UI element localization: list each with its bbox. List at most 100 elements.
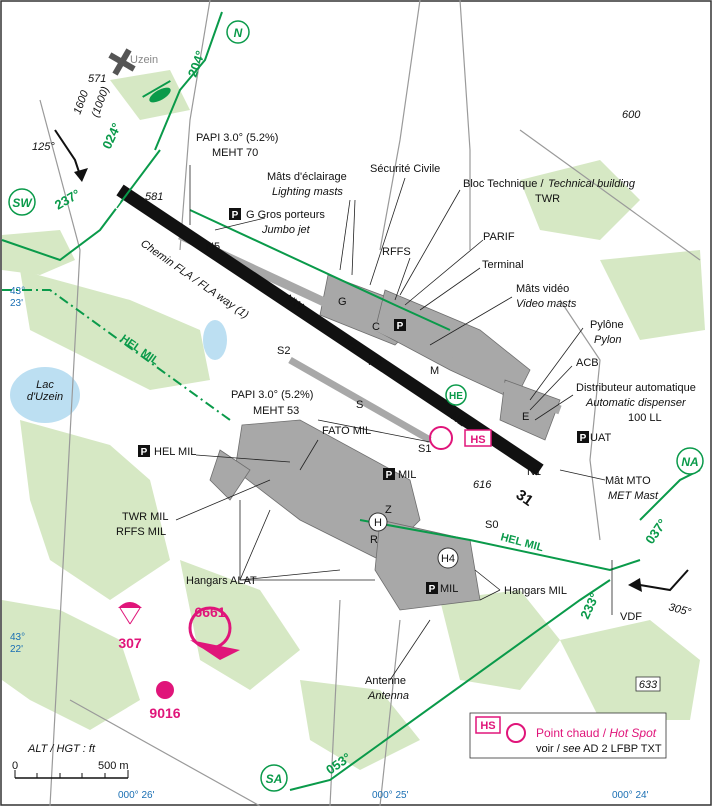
legend-hs-circle <box>506 723 526 743</box>
papi-top-1: PAPI 3.0° (5.2%) <box>196 132 278 144</box>
elev-616: 616 <box>473 479 492 491</box>
activity-6661: 6661 <box>194 604 225 620</box>
terminal: Terminal <box>482 259 524 271</box>
activity-9016: 9016 <box>149 705 180 721</box>
lake <box>10 367 80 423</box>
twy-m: M <box>430 365 439 377</box>
video-masts-en: Video masts <box>516 298 577 310</box>
svg-text:P: P <box>386 470 393 481</box>
p-hel-mil: HEL MIL <box>154 446 196 458</box>
arrow-305-label: 305° <box>667 601 693 619</box>
lat-22: 22' <box>10 644 23 655</box>
legend-see: voir / see AD 2 LFBP TXT <box>536 743 662 755</box>
twy-s: S <box>356 399 363 411</box>
mil-parking: MIL <box>398 469 416 481</box>
twy-n3: N3 <box>368 356 382 368</box>
bloc-technique-twr: TWR <box>535 193 560 205</box>
twy-e: E <box>522 411 529 423</box>
jumbo-jet: Jumbo jet <box>261 224 311 236</box>
lat-43-2: 43° <box>10 632 25 643</box>
parachute-icon <box>118 602 142 625</box>
svg-text:P: P <box>580 433 587 444</box>
svg-text:P: P <box>397 321 404 332</box>
hotspot-legend <box>469 712 667 759</box>
legend-hs-badge <box>475 716 501 734</box>
elev-581: 581 <box>145 191 163 203</box>
vdf: VDF <box>620 611 642 623</box>
alt-hgt-units: ALT / HGT : ft <box>27 743 96 755</box>
parking-icons: P P P P P P <box>138 208 589 595</box>
facility-labels: PAPI 3.0° (5.2%) MEHT 70 G Gros porteurs… <box>116 132 696 702</box>
svg-text:P: P <box>232 210 239 221</box>
arrow-305-head <box>628 578 642 592</box>
hotspot-badge <box>464 429 492 447</box>
taxiway-parallel <box>178 230 562 415</box>
lat-23: 23' <box>10 298 23 309</box>
twy-r: R <box>370 534 378 546</box>
securite-civile: Sécurité Civile <box>370 163 440 175</box>
elev-600: 600 <box>622 109 641 121</box>
arrow-305 <box>639 569 689 592</box>
hangars-alat: Hangars ALAT <box>186 575 257 587</box>
taxiway-south <box>288 356 432 444</box>
lake-label-1: Lac <box>36 379 54 391</box>
twy-s1: S1 <box>418 443 431 455</box>
fato-mil: FATO MIL <box>322 425 371 437</box>
uat: UAT <box>590 432 611 444</box>
twy-s0: S0 <box>485 519 498 531</box>
bloc-technique-fr: Bloc Technique / <box>463 178 544 190</box>
legend-hs-fr: Point chaud / Hot Spot <box>536 726 657 740</box>
aircraft-icon <box>108 48 136 76</box>
antenne-en: Antenna <box>367 690 409 702</box>
bloc-technique-en: Technical building <box>548 178 636 190</box>
helipad-h4 <box>437 547 459 569</box>
town-uzein: Uzein <box>130 54 158 66</box>
elev-571: 571 <box>88 73 106 85</box>
ultralight-icon <box>156 681 174 699</box>
rp-sw: SW <box>12 196 33 210</box>
arrow-125-label: 125° <box>32 141 55 153</box>
legend-hs-label: HS <box>480 720 495 732</box>
pond <box>203 320 227 360</box>
p-mil: MIL <box>440 583 458 595</box>
hotspot-label: HS <box>470 434 485 446</box>
acb: ACB <box>576 357 599 369</box>
papi-top-2: MEHT 70 <box>212 147 258 159</box>
lat-43-1: 43° <box>10 286 25 297</box>
runway-31: 31 <box>513 486 536 509</box>
scale-end: 500 m <box>98 760 129 772</box>
callout-lines <box>175 165 613 681</box>
helicopter-icon <box>142 80 171 103</box>
arrow-125-head <box>74 168 88 182</box>
rffs-mil: RFFS MIL <box>116 526 166 538</box>
hel-mil-route <box>2 289 231 421</box>
papi-bottom-1: PAPI 3.0° (5.2%) <box>231 389 313 401</box>
twy-n5: N5 <box>206 241 220 253</box>
lighting-masts-en: Lighting masts <box>272 186 343 198</box>
rffs: RFFS <box>382 246 411 258</box>
helipad-h <box>368 512 388 532</box>
met-mast-en: MET Mast <box>608 490 659 502</box>
roads <box>39 0 701 807</box>
svg-text:P: P <box>141 447 148 458</box>
scale-zero: 0 <box>12 760 18 772</box>
vfr-routes <box>1 11 701 791</box>
arrow-125 <box>54 129 81 176</box>
rp-n: N <box>234 26 243 40</box>
hangars-mil: Hangars MIL <box>504 585 567 597</box>
twy-c: C <box>372 321 380 333</box>
hotspot-circle <box>429 426 453 450</box>
pylon-fr: Pylône <box>590 319 624 331</box>
lon-26: 000° 26' <box>118 790 155 801</box>
rp-sa: SA <box>266 772 283 786</box>
helipad-h4-label: H4 <box>441 553 455 565</box>
graticule-labels: 43° 23' 43° 22' 000° 26' 000° 25' 000° 2… <box>10 286 649 801</box>
green-route-south <box>359 519 641 572</box>
papi-bottom-2: MEHT 53 <box>253 405 299 417</box>
gros-porteurs: G Gros porteurs <box>246 209 325 221</box>
rp-na: NA <box>681 455 698 469</box>
svg-text:P: P <box>429 584 436 595</box>
twr-mil: TWR MIL <box>122 511 168 523</box>
